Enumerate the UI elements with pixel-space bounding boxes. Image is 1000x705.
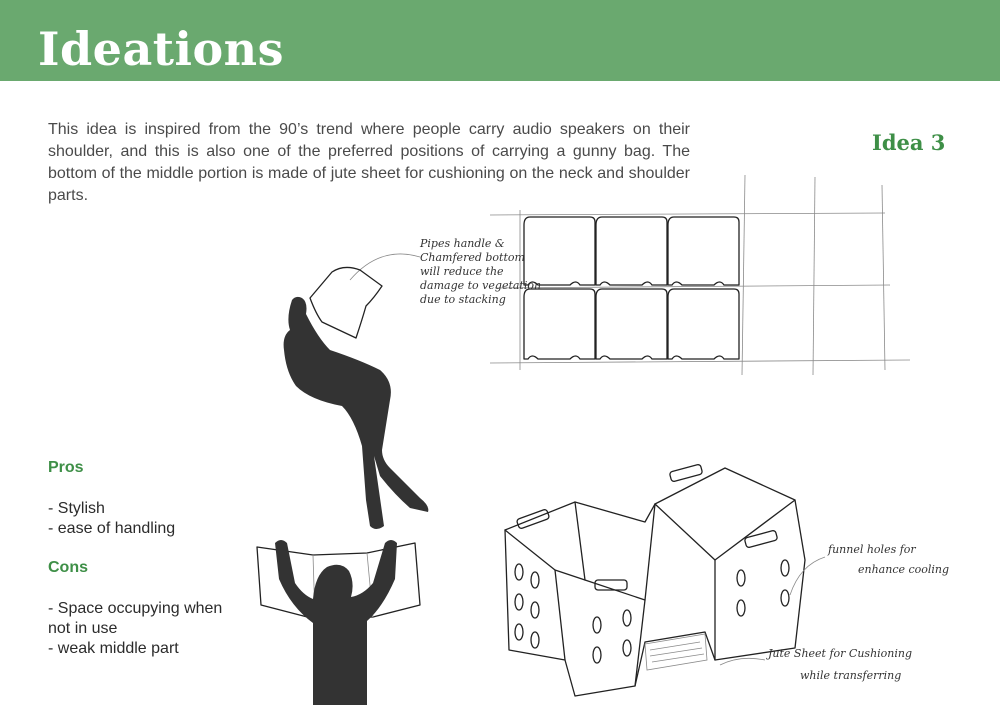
funnel-note-line: funnel holes for xyxy=(827,543,916,556)
list-item: - ease of handling xyxy=(48,520,176,537)
funnel-note-annotation: funnel holes for enhance cooling xyxy=(789,543,949,596)
header-banner: Ideations xyxy=(0,0,1000,81)
pros-list: - Stylish - ease of handling xyxy=(48,499,248,539)
silhouette-body xyxy=(275,540,397,705)
silhouette-body xyxy=(283,296,429,529)
cons-list: - Space occupying when not in use - weak… xyxy=(48,599,248,659)
crate-box xyxy=(667,216,740,286)
funnel-holes xyxy=(514,559,790,664)
cons-heading: Cons xyxy=(48,559,88,576)
idea-label: Idea 3 xyxy=(872,130,946,155)
page-title: Ideations xyxy=(38,22,284,76)
crate-box xyxy=(595,216,668,286)
intro-paragraph: This idea is inspired from the 90’s tren… xyxy=(48,121,690,204)
grid-note-line: damage to vegetation xyxy=(420,279,541,292)
jute-note-line: Jute Sheet for Cushioning xyxy=(766,647,912,660)
crate-box xyxy=(523,288,596,360)
grid-note-line: Chamfered bottom xyxy=(420,251,525,264)
crate-box xyxy=(667,288,740,360)
crate-perspective-sketch xyxy=(504,464,806,697)
grid-note-annotation: Pipes handle & Chamfered bottom will red… xyxy=(349,237,541,306)
grid-note-line: Pipes handle & xyxy=(419,237,505,250)
jute-note-line: while transferring xyxy=(800,669,901,682)
list-item: - weak middle part xyxy=(48,640,179,657)
pros-heading: Pros xyxy=(48,459,84,476)
person-overhead-carry-silhouette xyxy=(256,540,421,705)
crate-box xyxy=(523,216,596,286)
funnel-note-line: enhance cooling xyxy=(858,563,949,576)
list-item: - Space occupying when not in use xyxy=(48,600,223,637)
person-shoulder-carry-silhouette xyxy=(283,266,429,529)
crate-box xyxy=(595,288,668,360)
list-item: - Stylish xyxy=(48,500,105,517)
stacking-grid-sketch xyxy=(489,174,911,376)
jute-note-annotation: Jute Sheet for Cushioning while transfer… xyxy=(719,647,912,682)
grid-note-line: will reduce the xyxy=(420,265,504,278)
grid-note-line: due to stacking xyxy=(420,293,506,306)
